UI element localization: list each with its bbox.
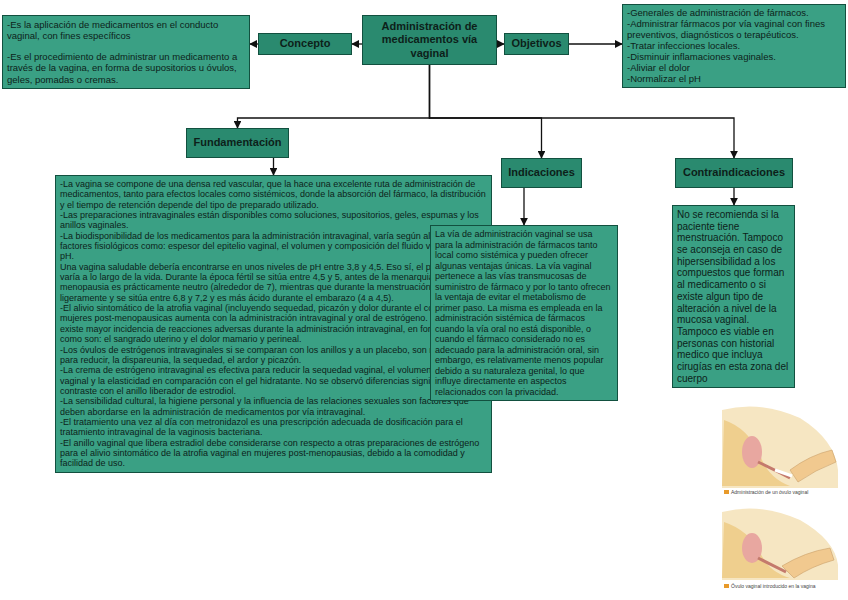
- box-text: -Aliviar el dolor: [627, 63, 841, 74]
- box-text: -Generales de administración de fármacos…: [627, 8, 841, 19]
- box-text: -El anillo vaginal que libera estradiol …: [60, 438, 487, 469]
- box-text: -Normalizar el pH: [627, 74, 841, 85]
- connector-arrow: [430, 65, 542, 158]
- box-text: Una vagina saludable debería encontrarse…: [60, 262, 487, 303]
- connector-arrow: [523, 188, 524, 225]
- caption-square: [724, 490, 729, 494]
- vaginal-application-figure: [722, 406, 838, 488]
- connector-arrow: [273, 158, 274, 175]
- connector-arrow: [497, 43, 504, 44]
- box-text: -Administrar fármacos por vía vaginal co…: [627, 19, 841, 41]
- section-header: Indicaciones: [501, 158, 582, 188]
- box-text: -La sensibilidad cultural, la higiene pe…: [60, 396, 487, 417]
- box-text: -La crema de estrógeno intravaginal es e…: [60, 365, 487, 396]
- connector-arrow: [238, 65, 430, 128]
- box-text: -Es la aplicación de medicamentos en el …: [7, 19, 245, 42]
- section-header: Fundamentación: [186, 128, 289, 158]
- connector-arrow: [733, 188, 734, 205]
- box-text: -La biodisponibilidad de los medicamento…: [60, 231, 487, 262]
- connector-arrow: [352, 43, 362, 44]
- objectives-text-box: -Generales de administración de fármacos…: [622, 4, 846, 88]
- vaginal-insertion-figure: [722, 508, 838, 580]
- box-text: -El tratamiento una vez al día con metro…: [60, 417, 487, 438]
- section-header: Concepto: [258, 33, 352, 55]
- figure-caption: Óvulo vaginal introducido en la vagina: [731, 583, 816, 589]
- central-topic-box: Administración de medicamentos vía vagin…: [362, 15, 497, 65]
- box-text: -Los óvulos de estrógenos intravaginales…: [60, 345, 487, 366]
- section-header: Objetivos: [504, 33, 569, 55]
- connector-arrow: [569, 43, 622, 44]
- box-text: -Las preparaciones intravaginales están …: [60, 210, 487, 231]
- caption-square: [724, 584, 729, 588]
- box-title: Administración de medicamentos vía vagin…: [369, 20, 490, 60]
- section-header: Contraindicaciones: [675, 158, 793, 188]
- box-text: -El alivio sintomático de la atrofia vag…: [60, 303, 487, 344]
- box-text: -Disminuir inflamaciones vaginales.: [627, 52, 841, 63]
- box-title: Indicaciones: [508, 166, 575, 179]
- box-title: Contraindicaciones: [683, 166, 785, 179]
- connector-arrow: [250, 43, 258, 44]
- indications-text-box: La vía de administración vaginal se usa …: [430, 225, 618, 401]
- box-title: Concepto: [280, 37, 331, 50]
- box-text: La vía de administración vaginal se usa …: [435, 229, 613, 397]
- box-text: -La vagina se compone de una densa red v…: [60, 179, 487, 210]
- box-title: Objetivos: [511, 37, 561, 50]
- box-text: -Tratar infecciones locales.: [627, 41, 841, 52]
- rationale-text-box: -La vagina se compone de una densa red v…: [55, 175, 492, 473]
- figure-caption: Administración de un óvulo vaginal: [731, 489, 808, 495]
- box-text: -Es el procedimiento de administrar un m…: [7, 51, 245, 85]
- box-title: Fundamentación: [193, 136, 281, 149]
- box-text: No se recomienda si la paciente tiene me…: [677, 209, 790, 384]
- concept-text-box: -Es la aplicación de medicamentos en el …: [2, 15, 250, 89]
- contraindications-text-box: No se recomienda si la paciente tiene me…: [672, 205, 795, 388]
